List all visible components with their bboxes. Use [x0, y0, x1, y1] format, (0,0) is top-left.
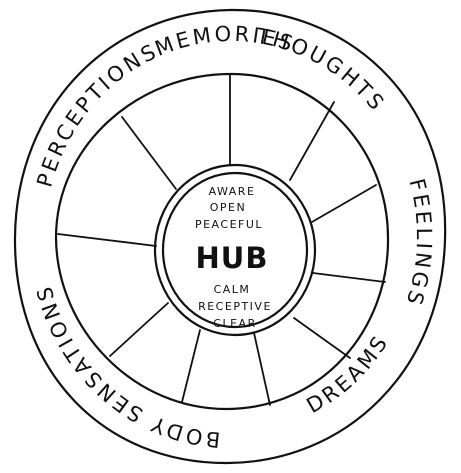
hub-circle-inner — [161, 171, 309, 329]
spoke — [57, 233, 157, 247]
hub-circle-outer — [153, 163, 317, 337]
spoke — [289, 101, 335, 181]
spoke — [312, 272, 386, 283]
hub-word-open: OPEN — [210, 201, 246, 214]
spoke — [181, 329, 201, 403]
label-feelings: FEELINGS — [401, 176, 436, 310]
outer-rim — [13, 8, 447, 465]
label-perceptions: PERCEPTIONS — [32, 39, 162, 190]
hub-text: AWARE OPEN PEACEFUL HUB CALM RECEPTIVE C… — [195, 185, 272, 330]
hub-title: HUB — [196, 241, 269, 275]
spoke — [121, 116, 177, 190]
spoke — [311, 184, 377, 223]
spoke — [109, 302, 169, 357]
hub-word-receptive: RECEPTIVE — [198, 300, 272, 313]
hub-word-aware: AWARE — [209, 185, 256, 198]
spokes — [57, 74, 386, 406]
hub-word-calm: CALM — [214, 283, 251, 296]
spoke — [293, 317, 351, 359]
label-dreams: DREAMS — [303, 330, 394, 418]
label-body-sensations: BODY SENSATIONS — [32, 282, 222, 452]
spoke — [253, 332, 271, 406]
label-thoughts: THOUGHTS — [254, 24, 391, 117]
hub-word-peaceful: PEACEFUL — [195, 218, 263, 231]
hub-word-clear: CLEAR — [213, 317, 256, 330]
inner-rim — [54, 72, 390, 411]
